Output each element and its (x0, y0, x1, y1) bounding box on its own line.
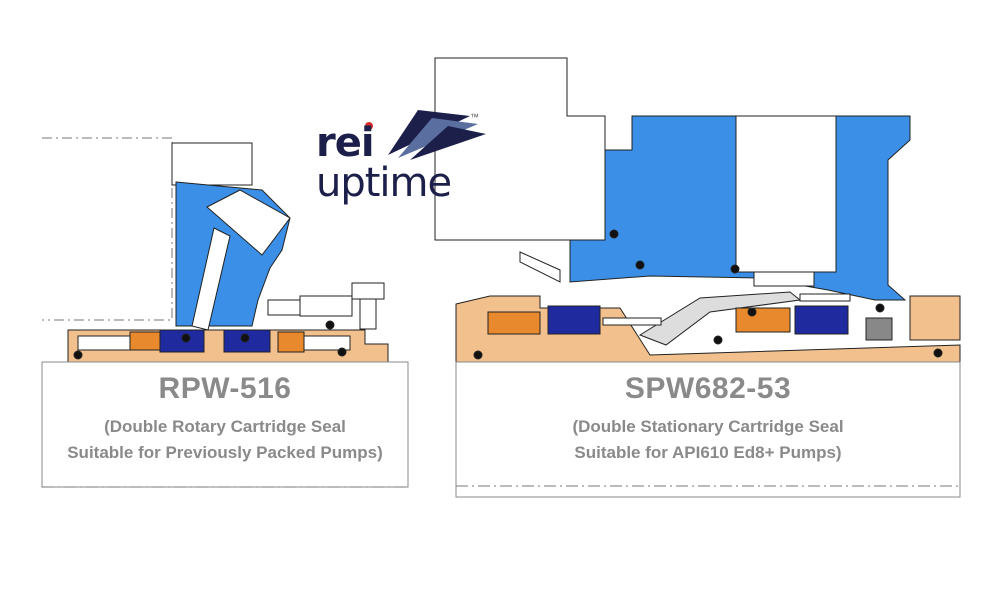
left-seal-drawing (41, 137, 409, 488)
right-seal-face-1 (547, 305, 601, 335)
left-model-name: RPW-516 (158, 372, 292, 405)
left-seal-face-1 (159, 329, 205, 353)
left-description-line1: (Double Rotary Cartridge Seal (104, 417, 346, 436)
right-description-line1: (Double Stationary Cartridge Seal (572, 417, 844, 436)
left-label-group: RPW-516 (Double Rotary Cartridge Seal Su… (42, 372, 408, 466)
logo-trademark: ™ (470, 112, 479, 122)
right-model-name: SPW682-53 (624, 372, 792, 405)
logo-red-dot (365, 122, 373, 130)
left-description-line2: Suitable for Previously Packed Pumps) (67, 443, 383, 462)
right-label-group: SPW682-53 (Double Stationary Cartridge S… (456, 372, 960, 466)
right-seal-face-2 (794, 305, 849, 335)
rei-uptime-logo-mark (365, 110, 486, 160)
right-seal-drawing (434, 57, 961, 498)
logo-text-uptime: uptime (316, 160, 452, 206)
logo-text-rei: rei (316, 120, 375, 166)
right-description-line2: Suitable for API610 Ed8+ Pumps) (574, 443, 842, 462)
